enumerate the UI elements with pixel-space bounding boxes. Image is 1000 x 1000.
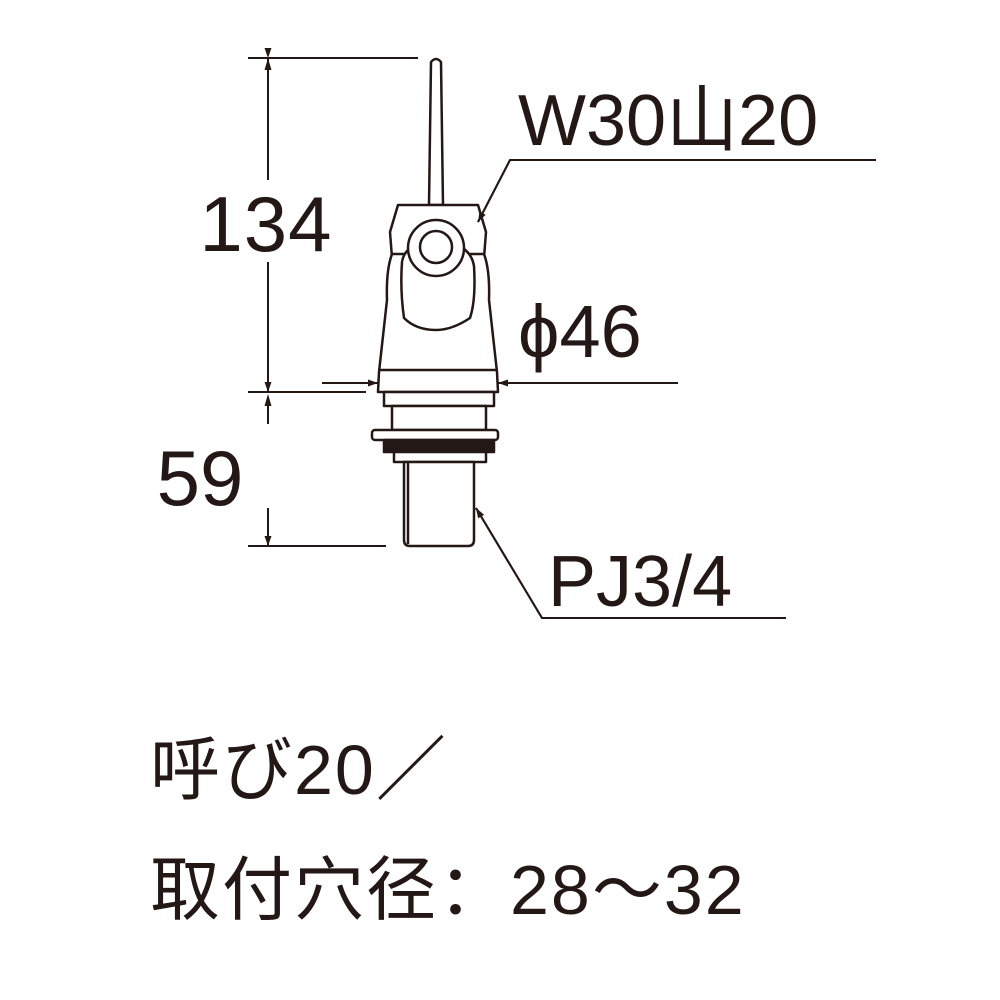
dim-134-top-arrowhead [264, 58, 272, 70]
dim-label-134: 134 [199, 180, 332, 268]
threaded-shank [390, 404, 488, 432]
faucet-body [370, 57, 500, 548]
nut-lower [392, 450, 488, 464]
lock-nut [382, 438, 496, 454]
washer [370, 428, 500, 442]
dim-label-59: 59 [157, 434, 244, 522]
dim-label-diameter: ϕ46 [518, 290, 642, 373]
dim-label-handle-thread: W30山20 [518, 81, 818, 161]
mounting-hole-note: 取付穴径：28～32 [150, 851, 746, 929]
leader-handle-thread [477, 159, 876, 223]
dimension-lines [248, 48, 876, 619]
leader-handle-arrow [477, 159, 511, 223]
leader-pipe-arrow [475, 507, 543, 619]
body-neck [382, 390, 496, 408]
dim-label-pipe-thread: PJ3/4 [548, 542, 732, 622]
knob-inner [418, 229, 454, 265]
supply-pipe [402, 460, 476, 548]
lever-handle [427, 57, 445, 207]
dim-59-top-arrowhead [264, 394, 272, 406]
nominal-size-note: 呼び20／ [150, 731, 448, 809]
